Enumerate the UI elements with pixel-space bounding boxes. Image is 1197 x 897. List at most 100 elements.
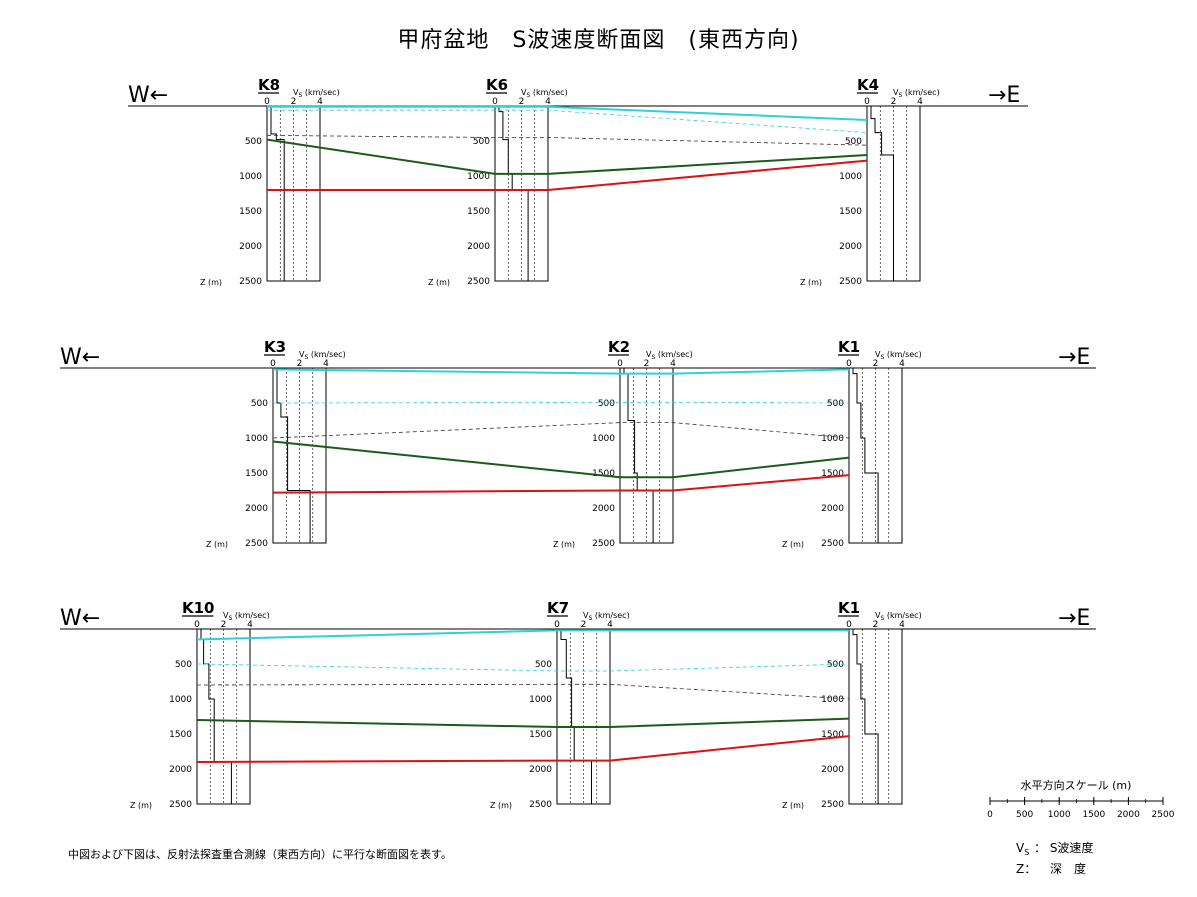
depth-tick-label: 1500 bbox=[592, 469, 615, 479]
scale-bar-tick-label: 0 bbox=[987, 810, 993, 820]
boundary-red bbox=[272, 474, 850, 494]
depth-tick-label: 1500 bbox=[169, 730, 192, 740]
depth-tick-label: 1000 bbox=[839, 172, 862, 182]
station-label: K4 bbox=[857, 76, 879, 94]
boundary-cyan bbox=[196, 629, 849, 641]
depth-axis-title: Z (m) bbox=[206, 540, 228, 549]
depth-axis-title: Z (m) bbox=[782, 540, 804, 549]
scale-bar-tick-label: 2000 bbox=[1117, 810, 1140, 820]
depth-tick-label: 1000 bbox=[239, 172, 262, 182]
east-direction-label: →E bbox=[1058, 345, 1090, 370]
boundary-red bbox=[196, 735, 850, 763]
depth-tick-label: 500 bbox=[845, 137, 862, 147]
vs-axis-title: VS (km/sec) bbox=[299, 350, 346, 361]
station-label: K3 bbox=[264, 338, 286, 356]
depth-tick-label: 1000 bbox=[529, 695, 552, 705]
vs-axis-title: VS (km/sec) bbox=[583, 611, 630, 622]
west-direction-label: W← bbox=[60, 345, 100, 370]
depth-tick-label: 1500 bbox=[529, 730, 552, 740]
vs-tick-label: 2 bbox=[291, 97, 297, 107]
depth-tick-label: 500 bbox=[535, 660, 552, 670]
depth-tick-label: 500 bbox=[245, 137, 262, 147]
footnote: 中図および下図は、反射法探査重合測線（東西方向）に平行な断面図を表す。 bbox=[68, 848, 452, 861]
depth-tick-label: 2000 bbox=[821, 765, 844, 775]
vs-tick-label: 0 bbox=[846, 359, 852, 369]
vs-axis-title: VS (km/sec) bbox=[893, 88, 940, 99]
boundary-cyan bbox=[272, 368, 850, 375]
depth-tick-label: 2500 bbox=[169, 800, 192, 810]
vs-axis-title: VS (km/sec) bbox=[875, 350, 922, 361]
vs-tick-label: 4 bbox=[323, 359, 329, 369]
vs-tick-label: 4 bbox=[670, 359, 676, 369]
depth-tick-label: 2000 bbox=[821, 504, 844, 514]
vs-tick-label: 4 bbox=[917, 97, 923, 107]
depth-tick-label: 2500 bbox=[245, 539, 268, 549]
vs-profile-line bbox=[852, 368, 879, 543]
legend-z-symbol: Z： bbox=[1016, 862, 1036, 876]
depth-axis-title: Z (m) bbox=[428, 278, 450, 287]
vs-tick-label: 2 bbox=[891, 97, 897, 107]
depth-tick-label: 1000 bbox=[245, 434, 268, 444]
page-title: 甲府盆地 S波速度断面図 (東西方向) bbox=[397, 28, 800, 53]
depth-tick-label: 500 bbox=[473, 137, 490, 147]
vs-tick-label: 0 bbox=[846, 620, 852, 630]
station-label: K7 bbox=[547, 599, 569, 617]
vs-tick-label: 4 bbox=[607, 620, 613, 630]
vs-tick-label: 0 bbox=[270, 359, 276, 369]
vs-tick-label: 0 bbox=[554, 620, 560, 630]
depth-tick-label: 1000 bbox=[821, 695, 844, 705]
vs-profile-line bbox=[623, 368, 654, 543]
depth-tick-label: 2000 bbox=[529, 765, 552, 775]
vs-tick-label: 0 bbox=[492, 97, 498, 107]
depth-tick-label: 2500 bbox=[529, 800, 552, 810]
vs-profile-line bbox=[498, 106, 529, 281]
scale-bar-tick-label: 1500 bbox=[1082, 810, 1105, 820]
boundary-black-dashed bbox=[272, 422, 850, 439]
depth-tick-label: 2500 bbox=[467, 277, 490, 287]
depth-axis-title: Z (m) bbox=[130, 801, 152, 810]
boundary-cyan bbox=[267, 105, 868, 121]
scale-bar-tick-label: 500 bbox=[1016, 810, 1033, 820]
vs-tick-label: 0 bbox=[194, 620, 200, 630]
depth-axis-title: Z (m) bbox=[800, 278, 822, 287]
scale-bar-title: 水平方向スケール (m) bbox=[1021, 778, 1132, 792]
depth-tick-label: 1500 bbox=[467, 207, 490, 217]
vs-profile-line bbox=[276, 368, 311, 543]
depth-tick-label: 500 bbox=[251, 399, 268, 409]
vs-tick-label: 4 bbox=[545, 97, 551, 107]
vs-tick-label: 4 bbox=[899, 359, 905, 369]
vs-tick-label: 2 bbox=[581, 620, 587, 630]
depth-tick-label: 2500 bbox=[592, 539, 615, 549]
station-label: K6 bbox=[486, 76, 508, 94]
boundary-red bbox=[267, 159, 868, 191]
depth-tick-label: 1500 bbox=[245, 469, 268, 479]
boundary-cyan-dashed bbox=[272, 401, 850, 404]
depth-tick-label: 2500 bbox=[821, 800, 844, 810]
boundary-black-dashed bbox=[266, 135, 868, 146]
east-direction-label: →E bbox=[1058, 606, 1090, 631]
vs-tick-label: 2 bbox=[644, 359, 650, 369]
vs-tick-label: 2 bbox=[873, 359, 879, 369]
depth-axis-title: Z (m) bbox=[553, 540, 575, 549]
vs-tick-label: 2 bbox=[221, 620, 227, 630]
depth-tick-label: 2500 bbox=[839, 277, 862, 287]
depth-tick-label: 1500 bbox=[239, 207, 262, 217]
depth-tick-label: 2000 bbox=[467, 242, 490, 252]
legend-vs-symbol: VS bbox=[1016, 841, 1029, 857]
vs-axis-title: VS (km/sec) bbox=[521, 88, 568, 99]
vs-tick-label: 0 bbox=[264, 97, 270, 107]
scale-bar-tick-label: 2500 bbox=[1152, 810, 1175, 820]
depth-tick-label: 500 bbox=[827, 399, 844, 409]
depth-tick-label: 500 bbox=[175, 660, 192, 670]
vs-axis-title: VS (km/sec) bbox=[646, 350, 693, 361]
station-label: K1 bbox=[838, 338, 860, 356]
depth-tick-label: 1000 bbox=[467, 172, 490, 182]
depth-tick-label: 2000 bbox=[839, 242, 862, 252]
vs-tick-label: 4 bbox=[317, 97, 323, 107]
depth-tick-label: 1500 bbox=[839, 207, 862, 217]
depth-tick-label: 1000 bbox=[821, 434, 844, 444]
station-label: K8 bbox=[258, 76, 280, 94]
